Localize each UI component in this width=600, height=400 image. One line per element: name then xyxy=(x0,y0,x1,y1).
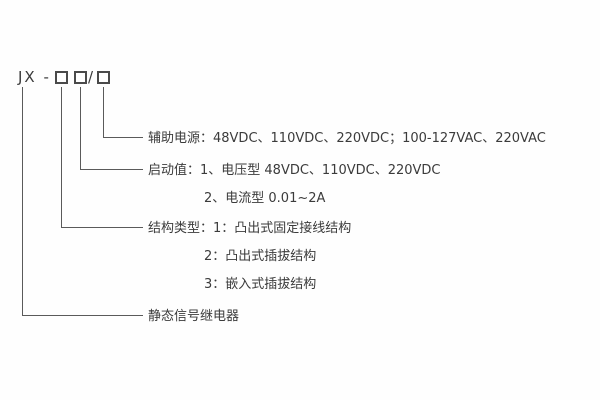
model-digit-box-start-value xyxy=(74,71,87,84)
model-digit-box-aux-power xyxy=(97,71,110,84)
label-structure-type-line2: 2：凸出式插拔结构 xyxy=(204,249,317,264)
connector-aux-power-line xyxy=(103,87,143,138)
label-structure-type-line3: 3：嵌入式插拔结构 xyxy=(204,277,317,292)
label-structure-type-line1: 结构类型：1：凸出式固定接线结构 xyxy=(148,221,352,236)
model-digit-box-structure xyxy=(55,71,68,84)
label-aux-power: 辅助电源：48VDC、110VDC、220VDC；100-127VAC、220V… xyxy=(148,131,546,146)
model-slash: / xyxy=(88,68,94,86)
connector-start-value-line xyxy=(80,87,143,170)
connector-structure-type-line xyxy=(61,87,143,228)
connector-product-name-line xyxy=(22,87,143,316)
model-prefix: JX - xyxy=(18,68,51,86)
label-product-name: 静态信号继电器 xyxy=(148,309,240,324)
label-start-value-line2: 2、电流型 0.01~2A xyxy=(204,191,326,206)
label-start-value-line1: 启动值：1、电压型 48VDC、110VDC、220VDC xyxy=(148,163,441,178)
